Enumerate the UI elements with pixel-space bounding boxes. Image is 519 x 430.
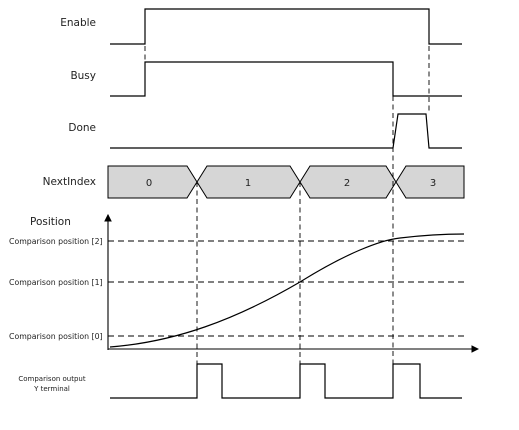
next-index-value-0: 0 xyxy=(146,178,152,189)
comparison-position-2-label: Comparison position [2] xyxy=(9,237,103,246)
next-index-value-2: 2 xyxy=(344,178,350,189)
y-terminal-label: Y terminal xyxy=(33,385,70,393)
next-index-segment-0 xyxy=(107,165,198,199)
next-index-label: NextIndex xyxy=(43,176,96,188)
next-index-value-3: 3 xyxy=(430,178,436,189)
enable-waveform xyxy=(110,8,462,45)
comparison-position-0-label: Comparison position [0] xyxy=(9,332,103,341)
comparison-position-1-label: Comparison position [1] xyxy=(9,278,103,287)
done-waveform xyxy=(110,113,462,149)
position-axis-title: Position xyxy=(30,216,71,228)
comparison-output-label: Comparison output xyxy=(18,375,85,383)
enable-label: Enable xyxy=(60,17,96,29)
position-curve xyxy=(109,233,465,348)
next-index-value-1: 1 xyxy=(245,178,251,189)
done-label: Done xyxy=(68,122,96,134)
comparison-output-waveform xyxy=(110,363,462,399)
next-index-segment-3 xyxy=(395,165,465,199)
busy-waveform xyxy=(110,61,462,97)
busy-label: Busy xyxy=(70,70,96,82)
